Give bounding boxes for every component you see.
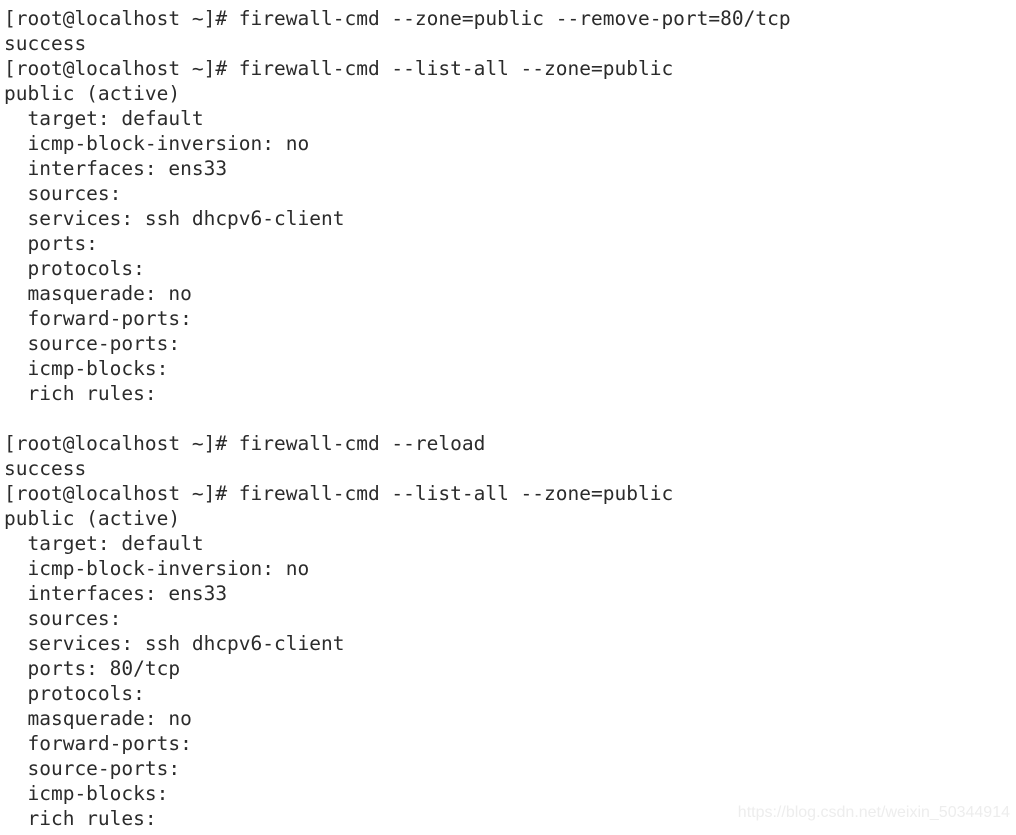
- terminal-line: protocols:: [4, 682, 145, 705]
- terminal-line: [root@localhost ~]# firewall-cmd --list-…: [4, 57, 674, 80]
- terminal-blank-line: [4, 406, 1016, 431]
- terminal-line: interfaces: ens33: [4, 582, 228, 605]
- terminal-line: ports:: [4, 232, 98, 255]
- terminal-line: target: default: [4, 532, 204, 555]
- terminal-line: [root@localhost ~]# firewall-cmd --zone=…: [4, 7, 791, 30]
- terminal-line: masquerade: no: [4, 282, 192, 305]
- terminal-line: icmp-block-inversion: no: [4, 557, 310, 580]
- terminal-line: public (active): [4, 507, 181, 530]
- terminal-line: forward-ports:: [4, 732, 192, 755]
- terminal-line: public (active): [4, 82, 181, 105]
- terminal-line: forward-ports:: [4, 307, 192, 330]
- terminal-line: sources:: [4, 182, 122, 205]
- terminal-line: rich rules:: [4, 807, 157, 830]
- terminal-line: ports: 80/tcp: [4, 657, 181, 680]
- terminal-line: protocols:: [4, 257, 145, 280]
- terminal-line: icmp-blocks:: [4, 782, 169, 805]
- terminal-line: success: [4, 457, 87, 480]
- terminal-line: [root@localhost ~]# firewall-cmd --reloa…: [4, 432, 486, 455]
- terminal-line: target: default: [4, 107, 204, 130]
- terminal-line: success: [4, 32, 87, 55]
- terminal-line: source-ports:: [4, 757, 181, 780]
- terminal-line: source-ports:: [4, 332, 181, 355]
- terminal-line: icmp-blocks:: [4, 357, 169, 380]
- terminal-line: masquerade: no: [4, 707, 192, 730]
- terminal-line: sources:: [4, 607, 122, 630]
- terminal-line: services: ssh dhcpv6-client: [4, 632, 345, 655]
- terminal-line: rich rules:: [4, 382, 157, 405]
- terminal-line: services: ssh dhcpv6-client: [4, 207, 345, 230]
- terminal-line: interfaces: ens33: [4, 157, 228, 180]
- terminal-line: icmp-block-inversion: no: [4, 132, 310, 155]
- terminal-line: [root@localhost ~]# firewall-cmd --list-…: [4, 482, 674, 505]
